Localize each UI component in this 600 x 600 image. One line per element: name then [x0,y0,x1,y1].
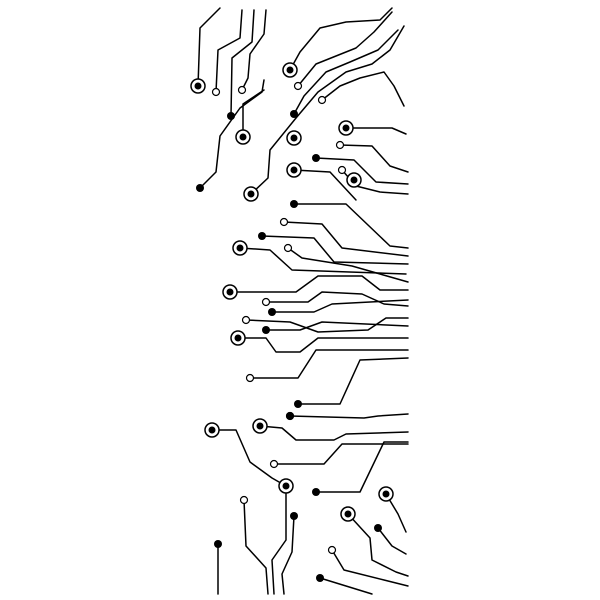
hollow-pad [317,95,327,105]
hollow-pad [245,373,255,383]
trace [297,11,393,87]
solid-pad [268,308,276,316]
ringed-pad [222,284,238,300]
solid-pad-group [196,110,382,582]
trace [293,169,357,201]
trace [229,275,409,293]
trace [345,127,407,135]
trace [293,203,409,249]
hollow-pad [335,140,345,150]
ringed-pad [232,240,248,256]
ringed-pad [282,62,298,78]
trace [237,337,409,353]
ringed-pad [252,418,268,434]
ringed-pad [230,330,246,346]
trace [385,493,407,533]
hollow-pad [269,459,279,469]
solid-pad [312,488,320,496]
solid-pad [316,574,324,582]
solid-pad [290,110,298,118]
ringed-pad [378,486,394,502]
trace [243,499,269,595]
ringed-pad [278,478,294,494]
trace [250,25,405,195]
solid-pad [374,524,382,532]
trace [377,527,407,555]
solid-pad [294,400,302,408]
trace [321,71,405,107]
ringed-pad [235,129,251,145]
trace [319,577,373,595]
trace [211,429,287,487]
ringed-pad-group [190,62,394,522]
trace [242,89,265,138]
solid-pad [196,184,204,192]
trace [259,425,409,441]
solid-pad [290,512,298,520]
hollow-pad [237,85,247,95]
trace [241,9,267,91]
trace-group [197,7,409,595]
trace [283,221,409,257]
ringed-pad [190,78,206,94]
solid-pad [262,326,270,334]
solid-pad [312,154,320,162]
trace [265,291,409,307]
ringed-pad [243,186,259,202]
ringed-pad [338,120,354,136]
hollow-pad [261,297,271,307]
trace [297,357,409,405]
trace [271,299,409,313]
hollow-pad [283,243,293,253]
trace [265,321,409,331]
solid-pad [286,412,294,420]
ringed-pad [346,172,362,188]
hollow-pad [211,87,221,97]
trace [315,441,409,493]
trace [239,247,407,275]
solid-pad [290,200,298,208]
trace [347,513,409,577]
trace [249,349,409,379]
trace [315,157,409,185]
trace [289,413,409,419]
hollow-pad [327,545,337,555]
trace [293,29,399,115]
solid-pad [258,232,266,240]
ringed-pad [204,422,220,438]
trace [271,485,287,595]
ringed-pad [286,130,302,146]
trace [261,235,409,265]
trace [289,7,393,71]
trace [287,247,409,283]
hollow-pad [337,165,347,175]
hollow-pad [279,217,289,227]
ringed-pad [340,506,356,522]
trace [199,79,265,189]
trace [230,9,255,117]
trace [281,515,295,595]
ringed-pad [286,162,302,178]
hollow-pad-group [211,81,347,555]
trace [331,549,409,587]
trace [245,317,409,333]
trace [339,144,409,173]
hollow-pad [239,495,249,505]
trace [215,9,243,93]
hollow-pad [293,81,303,91]
solid-pad [214,540,222,548]
trace [273,443,409,465]
hollow-pad [241,315,251,325]
solid-pad [227,112,235,120]
trace [197,7,221,87]
